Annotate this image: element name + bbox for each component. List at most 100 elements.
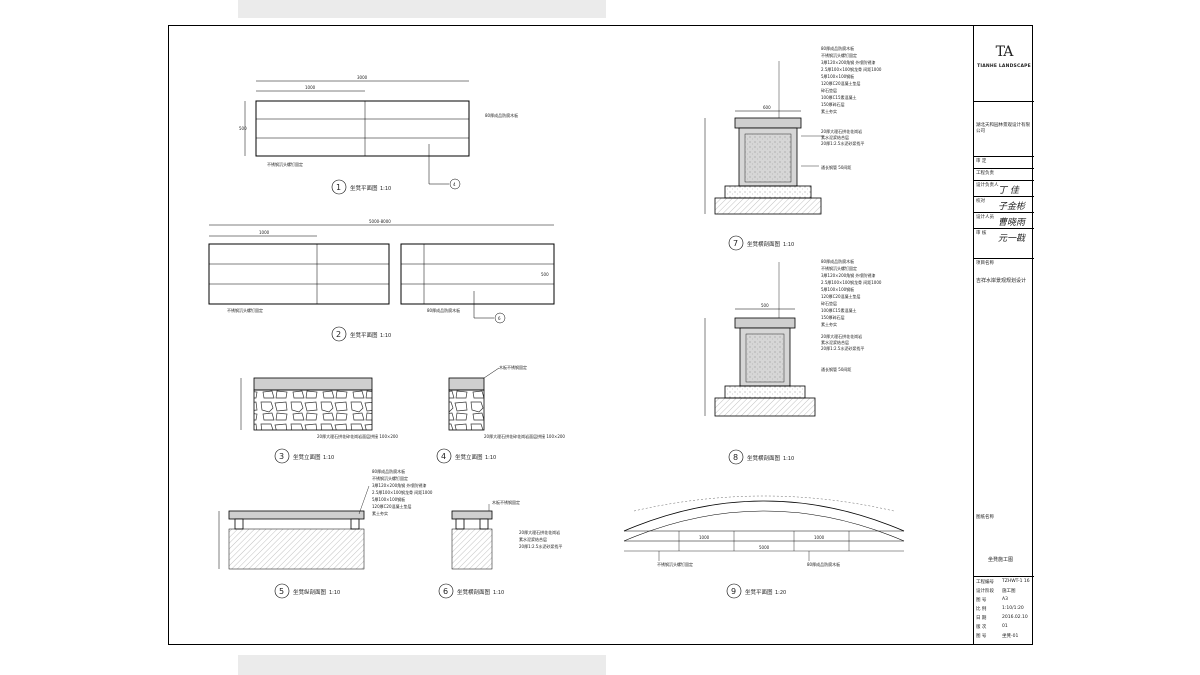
d9-scale: 1:20 bbox=[775, 590, 786, 596]
d2-index-num: 2 bbox=[336, 330, 341, 339]
d7-note2-1: 素水泥浆结合层 bbox=[821, 134, 849, 140]
detail-1-bench-plan bbox=[244, 80, 470, 190]
d8-dim-top: 500 bbox=[761, 303, 769, 308]
d8-notes: 80厚成品防腐木板 不锈钢沉头螺钉固定 3厚120×200角钢 外喷防锈漆 2.… bbox=[821, 258, 882, 372]
d8-index-num: 8 bbox=[733, 453, 738, 462]
d9-note-right: 80厚成品防腐木板 bbox=[807, 561, 840, 567]
d6-note-top: 木板不锈钢固定 bbox=[492, 499, 520, 505]
detail-6-bench-cross-section bbox=[451, 504, 493, 570]
approval-row-2: 工程负责 bbox=[974, 168, 1034, 180]
d6-note-2: 20厚1:2.5水泥砂浆找平 bbox=[519, 543, 562, 549]
d9-title: 坐凳平面图 bbox=[745, 588, 773, 596]
d1-index-circle bbox=[331, 179, 347, 195]
meta-v-4: 2016.02.10 bbox=[1002, 615, 1028, 620]
d9-dim-part-a: 1000 bbox=[699, 535, 710, 540]
meta-v-6: 坐凳-01 bbox=[1002, 634, 1019, 639]
project-row: 项目名称 吉祥水岸景观规划设计 图纸名称 bbox=[974, 258, 1034, 520]
d8-note-5: 120厚C20混凝土垫层 bbox=[821, 293, 861, 299]
d8-note-6: 碎石垫层 bbox=[821, 300, 837, 306]
d6-note-1: 素水泥浆结合层 bbox=[519, 536, 547, 542]
d6-index-num: 6 bbox=[443, 587, 448, 596]
detail-7-bench-section bbox=[704, 61, 824, 215]
d8-note2-1: 素水泥浆结合层 bbox=[821, 339, 849, 345]
drawing-sheet: 3000 1000 500 80厚成品防腐木板 不锈钢沉头螺钉固定 4 1 坐凳… bbox=[168, 25, 1034, 645]
label-design: 设计负责人 bbox=[976, 183, 999, 188]
d1-ref-num: 4 bbox=[453, 182, 456, 187]
d9-dim-total: 5000 bbox=[759, 545, 770, 550]
section-header-2: 工程负责 bbox=[976, 171, 994, 176]
meta-v-2: A3 bbox=[1002, 597, 1008, 602]
d8-note-7: 100厚C15素混凝土 bbox=[821, 307, 857, 313]
detail-9-curved-bench-plan bbox=[623, 495, 905, 561]
d7-note-0: 80厚成品防腐木板 bbox=[821, 45, 854, 51]
signature-4: 元一戡 bbox=[998, 234, 1026, 244]
d6-scale: 1:10 bbox=[493, 590, 504, 596]
d1-note-bottom: 不锈钢沉头螺钉固定 bbox=[267, 161, 303, 167]
approval-row-1: 审 定 bbox=[974, 156, 1034, 168]
d5-index-circle bbox=[274, 583, 290, 599]
section-header-1: 审 定 bbox=[976, 159, 987, 164]
d7-note2-0: 20厚大理石拼花花岗岩 bbox=[821, 128, 862, 134]
d2-dim-h: 500 bbox=[541, 272, 549, 277]
d2-index-circle bbox=[331, 326, 347, 342]
sign-row-4: 审 核 元一戡 bbox=[974, 228, 1034, 258]
d7-note-side: 通长钢管 50间距 bbox=[821, 164, 851, 170]
meta-k-1: 设计阶段 bbox=[976, 589, 994, 594]
d6-note-0: 20厚大理石拼花花岗岩 bbox=[519, 529, 560, 535]
label-check: 校对 bbox=[976, 199, 985, 204]
d3-index-num: 3 bbox=[279, 452, 284, 461]
d5-scale: 1:10 bbox=[329, 590, 340, 596]
label-review: 审 核 bbox=[976, 231, 987, 236]
d4-note-top: 木板不锈钢固定 bbox=[499, 364, 527, 370]
logo-text: TIANHE LANDSCAPE bbox=[977, 64, 1031, 69]
d7-title: 坐凳横剖面图 bbox=[747, 240, 781, 248]
logo: TA bbox=[995, 44, 1014, 60]
label-designer: 设计人员 bbox=[976, 215, 994, 220]
d7-note2-2: 20厚1:2.5水泥砂浆找平 bbox=[821, 140, 864, 146]
d7-note-9: 素土夯实 bbox=[821, 108, 837, 114]
d1-note-top: 80厚成品防腐木板 bbox=[485, 112, 518, 118]
drawing-label: 图纸名称 bbox=[976, 515, 994, 520]
title-block: TA TIANHE LANDSCAPE 湖北天和园林景观设计有限公司 审 定 工… bbox=[973, 26, 1034, 644]
d1-dim-h: 500 bbox=[239, 126, 247, 131]
d2-ref-num: 6 bbox=[498, 316, 501, 321]
meta-k-4: 日 期 bbox=[976, 616, 987, 621]
d5-title: 坐凳纵剖面图 bbox=[293, 588, 327, 596]
d1-dim-total: 3000 bbox=[357, 75, 368, 80]
d7-note-6: 碎石垫层 bbox=[821, 87, 837, 93]
d8-scale: 1:10 bbox=[783, 456, 794, 462]
d2-dim-total: 5000-8000 bbox=[369, 219, 391, 224]
sign-row-2: 校对 子金彬 bbox=[974, 196, 1034, 212]
d7-index-circle bbox=[728, 235, 744, 251]
d1-dim-part: 1000 bbox=[305, 85, 316, 90]
d3-note: 20厚大理石拼花碎花岗岩面层拼接 100×200 bbox=[317, 433, 398, 439]
d5-notes: 80厚成品防腐木板 不锈钢沉头螺钉固定 3厚120×200角钢 外喷防锈漆 2.… bbox=[372, 468, 433, 516]
d9-index-circle bbox=[726, 583, 742, 599]
sign-row-3: 设计人员 曹晓雨 bbox=[974, 212, 1034, 228]
d5-index-num: 5 bbox=[279, 587, 284, 596]
d2-dim-part: 1000 bbox=[259, 230, 270, 235]
signature-1: 丁 佳 bbox=[998, 186, 1019, 196]
meta-v-3: 1:10/1:20 bbox=[1002, 606, 1024, 611]
d2-title: 坐凳平面图 bbox=[350, 331, 378, 339]
d3-index-circle bbox=[274, 448, 290, 464]
d7-notes: 80厚成品防腐木板 不锈钢沉头螺钉固定 3厚120×200角钢 外喷防锈漆 2.… bbox=[821, 45, 882, 170]
company-row: 湖北天和园林景观设计有限公司 bbox=[974, 101, 1034, 156]
meta-v-0: TZHWT-1 16 bbox=[1002, 579, 1030, 584]
sign-row-1: 设计负责人 丁 佳 bbox=[974, 180, 1034, 196]
d9-note-left: 不锈钢沉头螺钉固定 bbox=[657, 561, 693, 567]
meta-table: 工程编号 TZHWT-1 16 设计阶段 施工图 图 号 A3 比 例 1:10… bbox=[974, 576, 1034, 644]
d5-note-3: 2.5厚100×100钢龙骨 间距1000 bbox=[372, 489, 433, 495]
top-gray-band bbox=[238, 0, 606, 18]
d1-index-num: 1 bbox=[336, 183, 341, 192]
d7-note-7: 100厚C15素混凝土 bbox=[821, 94, 857, 100]
signature-3: 曹晓雨 bbox=[998, 218, 1026, 228]
d5-note-2: 3厚120×200角钢 外喷防锈漆 bbox=[372, 482, 426, 488]
meta-k-6: 图 号 bbox=[976, 634, 987, 639]
d4-index-circle bbox=[436, 448, 452, 464]
d9-dim-part-b: 1000 bbox=[814, 535, 825, 540]
d5-note-6: 素土夯实 bbox=[372, 510, 388, 516]
project-label: 项目名称 bbox=[976, 261, 994, 266]
d8-note-1: 不锈钢沉头螺钉固定 bbox=[821, 265, 857, 271]
d7-note-8: 150厚碎石层 bbox=[821, 101, 845, 107]
